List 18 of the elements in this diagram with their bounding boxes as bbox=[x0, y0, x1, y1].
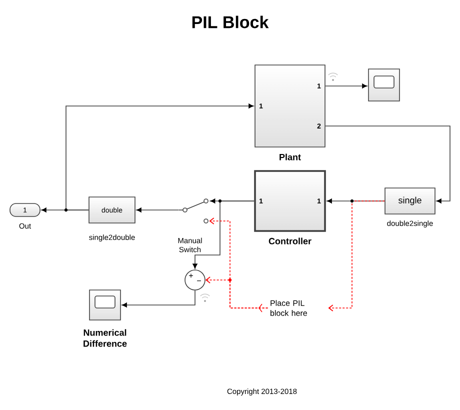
signal-line bbox=[325, 84, 368, 88]
block-name: Numerical Difference bbox=[84, 329, 127, 347]
scope-block bbox=[368, 68, 400, 102]
signal-line bbox=[328, 200, 385, 312]
signal-line bbox=[136, 208, 180, 212]
signal-line bbox=[325, 126, 450, 204]
signal-line bbox=[192, 200, 254, 269]
conversion-block: single bbox=[384, 188, 436, 214]
signal-line bbox=[326, 198, 385, 204]
sign: + bbox=[189, 274, 193, 278]
block-label: Controller bbox=[268, 238, 312, 244]
signal-line bbox=[205, 276, 268, 308]
title: PIL Block bbox=[192, 16, 269, 28]
sign: − bbox=[197, 280, 201, 282]
annotation-text: Place PIL block here bbox=[270, 300, 307, 316]
signal-line bbox=[66, 104, 254, 210]
block-label: Plant bbox=[280, 154, 301, 160]
signal-line bbox=[122, 290, 196, 308]
